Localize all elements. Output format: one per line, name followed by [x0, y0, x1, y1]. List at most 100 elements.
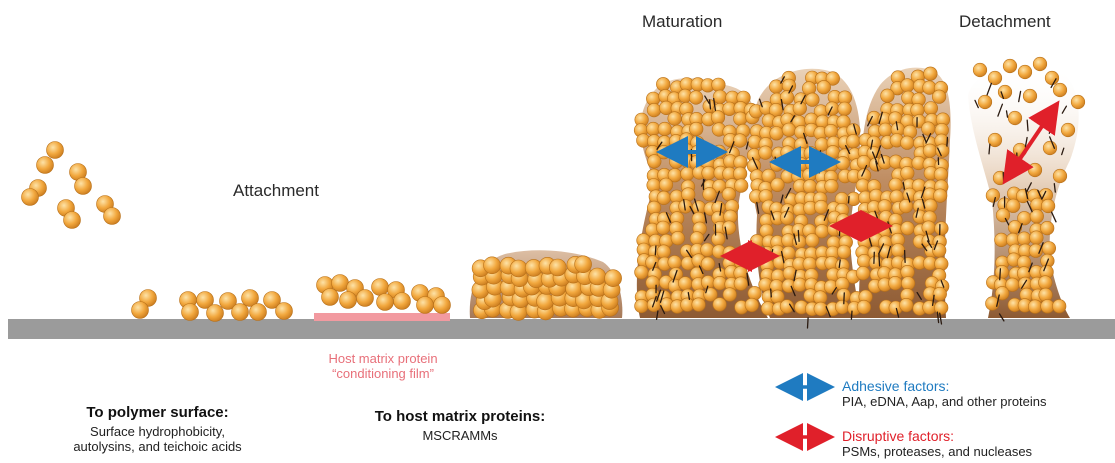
bacterium — [924, 102, 938, 116]
bacterium — [806, 93, 820, 107]
bacterium — [993, 171, 1007, 185]
bacterium — [891, 244, 905, 258]
bacterium — [37, 157, 54, 174]
bacterium — [745, 298, 759, 312]
bacterium — [64, 212, 81, 229]
bacterium — [838, 102, 852, 116]
bacterium — [692, 298, 706, 312]
edna-strand — [771, 289, 772, 297]
bacterium — [207, 305, 224, 322]
bacterium — [104, 208, 121, 225]
bacterium — [1028, 163, 1042, 177]
host-matrix-line-2: “conditioning film” — [308, 366, 458, 381]
bacterium — [889, 178, 903, 192]
edna-strand — [879, 254, 880, 266]
bacterium — [995, 286, 1009, 300]
bacterium — [132, 302, 149, 319]
bacterium — [276, 303, 293, 320]
legend-disruptive-title: Disruptive factors: — [842, 428, 1032, 444]
bacterium — [647, 103, 661, 117]
edna-strand — [1000, 269, 1001, 280]
bacterium — [782, 79, 796, 93]
bacterium — [770, 158, 784, 172]
bacterium — [1033, 57, 1047, 71]
bacterium — [846, 134, 860, 148]
bacterium — [901, 277, 915, 291]
bacterium — [934, 301, 948, 315]
bacterium — [658, 122, 672, 136]
bacterium — [803, 180, 817, 194]
legend-adhesive: Adhesive factors: PIA, eDNA, Aap, and ot… — [842, 378, 1047, 409]
bacterium — [759, 146, 773, 160]
bacterium — [394, 293, 411, 310]
legend-disruptive: Disruptive factors: PSMs, proteases, and… — [842, 428, 1032, 459]
bacterium — [1061, 123, 1075, 137]
polymer-surface-line-1: Surface hydrophobicity, — [50, 424, 265, 439]
bacterium — [973, 63, 987, 77]
bacterium — [901, 221, 915, 235]
bacterium — [879, 123, 893, 137]
bacterium — [657, 245, 671, 259]
bacterium — [825, 102, 839, 116]
bacterium — [712, 78, 726, 92]
bacterium — [793, 102, 807, 116]
bacterium — [998, 85, 1012, 99]
bacterium — [770, 127, 784, 141]
bacterium — [656, 77, 670, 91]
bacterium — [668, 255, 682, 269]
bacterium — [900, 298, 914, 312]
bacterium — [900, 136, 914, 150]
edna-strand — [710, 100, 711, 109]
host-matrix-proteins-line-1: MSCRAMMs — [355, 428, 565, 443]
bacterium — [722, 187, 736, 201]
legend-adhesive-desc: PIA, eDNA, Aap, and other proteins — [842, 394, 1047, 409]
legend-disruptive-desc: PSMs, proteases, and nucleases — [842, 444, 1032, 459]
bacterium — [182, 304, 199, 321]
host-matrix-label: Host matrix protein “conditioning film” — [308, 351, 458, 381]
bacterium — [340, 292, 357, 309]
legend-adhesive-title: Adhesive factors: — [842, 378, 1047, 394]
bacterium — [899, 199, 913, 213]
bacterium — [733, 134, 747, 148]
host-matrix-line-1: Host matrix protein — [308, 351, 458, 366]
edna-strand — [947, 138, 948, 147]
bacterium — [988, 71, 1002, 85]
bacterium — [668, 112, 682, 126]
bacterium — [923, 144, 937, 158]
bacterium — [722, 221, 736, 235]
bacterium — [47, 142, 64, 159]
bacterium — [817, 80, 831, 94]
bacterium — [711, 232, 725, 246]
bacterium — [922, 221, 936, 235]
bacterium — [1008, 220, 1022, 234]
bacterium — [703, 187, 717, 201]
bacterium — [75, 178, 92, 195]
bacterium — [881, 89, 895, 103]
bacterium — [322, 289, 339, 306]
bacterium — [935, 222, 949, 236]
polymer-surface-title: To polymer surface: — [50, 404, 265, 421]
bacterium — [575, 256, 592, 273]
bacterium — [733, 167, 747, 181]
bacterium — [932, 244, 946, 258]
stage-label-maturation: Maturation — [642, 12, 722, 32]
bacterium — [1040, 221, 1054, 235]
edna-strand — [798, 231, 799, 242]
bacterium — [1003, 59, 1017, 73]
bacterium — [1028, 300, 1042, 314]
bacterium — [332, 275, 349, 292]
bacterium — [734, 179, 748, 193]
bacterium — [924, 67, 938, 81]
polymer-surface-line-2: autolysins, and teichoic acids — [50, 439, 265, 454]
bacterium — [659, 178, 673, 192]
bacterium — [646, 256, 660, 270]
bacterium — [537, 293, 554, 310]
bacterium — [702, 166, 716, 180]
edna-strand — [905, 251, 906, 263]
bacterium — [748, 286, 762, 300]
bacterium — [434, 297, 451, 314]
bacterium — [836, 156, 850, 170]
bacterium — [825, 179, 839, 193]
bacterium — [857, 300, 871, 314]
bacterium — [1045, 71, 1059, 85]
